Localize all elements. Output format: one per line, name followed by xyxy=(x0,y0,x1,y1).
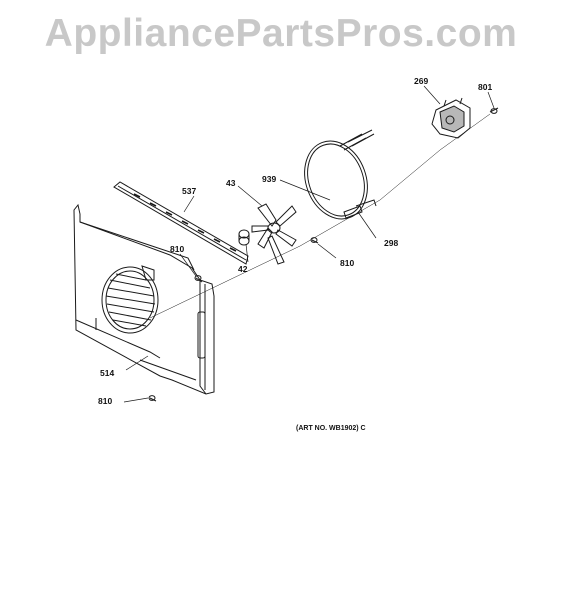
part-label-810-lower: 810 xyxy=(98,396,112,406)
part-label-810-bracket: 810 xyxy=(170,244,184,254)
fan-blade xyxy=(251,203,297,265)
part-label-939: 939 xyxy=(262,174,276,184)
part-label-298: 298 xyxy=(384,238,398,248)
screw-810-element xyxy=(310,237,319,244)
part-label-810-element: 810 xyxy=(340,258,354,268)
art-number-label: (ART NO. WB1902) C xyxy=(296,425,366,432)
hub-nut xyxy=(238,229,250,246)
screw-810-bracket xyxy=(194,275,203,283)
part-label-537: 537 xyxy=(182,186,196,196)
bracket-strip xyxy=(113,181,249,265)
screw-810-lower xyxy=(148,395,157,402)
part-label-43: 43 xyxy=(226,178,236,188)
part-label-269: 269 xyxy=(414,76,428,86)
convection-motor xyxy=(431,97,471,139)
leader-lines xyxy=(123,85,495,403)
part-label-514: 514 xyxy=(100,368,114,378)
watermark-text: AppliancePartsPros.com xyxy=(44,12,518,55)
part-label-801: 801 xyxy=(478,82,492,92)
screw-801 xyxy=(489,107,499,114)
part-labels: 269 801 43 939 537 298 810 42 810 514 81… xyxy=(98,76,492,432)
assembly-axis-line xyxy=(149,113,491,319)
ring-heating-element xyxy=(304,129,377,220)
fan-cover-panel xyxy=(73,203,215,395)
part-label-42: 42 xyxy=(238,264,248,274)
